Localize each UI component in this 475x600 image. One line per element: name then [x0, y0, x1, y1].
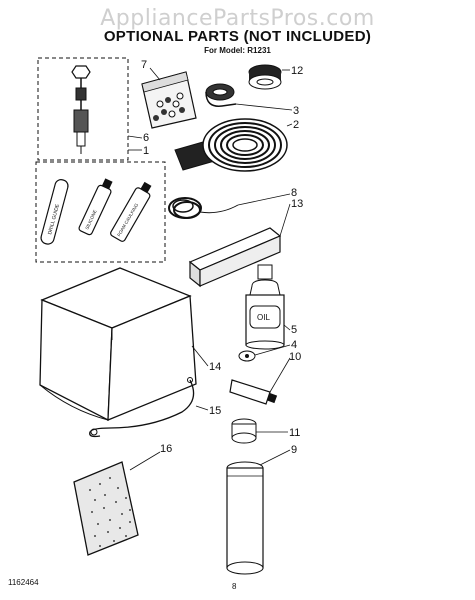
- part-6-group: [37, 57, 129, 161]
- part-3-roll: [205, 83, 237, 107]
- callout-11: 11: [289, 427, 300, 439]
- callout-13: 13: [291, 198, 303, 210]
- part-4-drop: [238, 350, 256, 362]
- callout-12: 12: [291, 65, 303, 77]
- part-9-can: [226, 461, 264, 575]
- part-11-cap: [231, 418, 257, 444]
- callout-3: 3: [293, 105, 299, 117]
- leader-lines: [127, 67, 293, 471]
- callout-14: 14: [209, 361, 221, 373]
- callout-10: 10: [289, 351, 301, 363]
- part-14-cover: [39, 267, 197, 422]
- part-1-group: DRILL GUIDE SILICONE FOAM CAULKING: [35, 161, 166, 263]
- callout-4: 4: [291, 339, 297, 351]
- callout-1: 1: [143, 145, 149, 157]
- part-5-oil-bottle: OIL: [245, 264, 285, 350]
- part-8-cord: [168, 197, 239, 219]
- part-13-foam-block: [188, 227, 282, 288]
- callout-7: 7: [141, 59, 147, 71]
- callout-5: 5: [291, 324, 297, 336]
- callout-9: 9: [291, 444, 297, 456]
- part-16-filter-pad: [73, 461, 139, 556]
- part-2-coil: [174, 118, 288, 172]
- page-title: OPTIONAL PARTS (NOT INCLUDED): [103, 28, 372, 45]
- page-number: 8: [232, 582, 237, 591]
- callout-8: 8: [291, 187, 297, 199]
- part-15-bungee: [89, 377, 195, 438]
- callout-2: 2: [293, 119, 299, 131]
- oil-label: OIL: [257, 313, 270, 322]
- model-subtitle: For Model: R1231: [204, 46, 271, 55]
- callout-15: 15: [209, 405, 221, 417]
- document-number: 1162464: [8, 578, 39, 587]
- part-7-bag: [141, 71, 197, 129]
- part-10-tube: [229, 379, 278, 405]
- callout-6: 6: [143, 132, 149, 144]
- watermark: AppliancePartsPros.com: [100, 6, 375, 31]
- part-12-tape: [248, 64, 282, 90]
- callout-16: 16: [160, 443, 172, 455]
